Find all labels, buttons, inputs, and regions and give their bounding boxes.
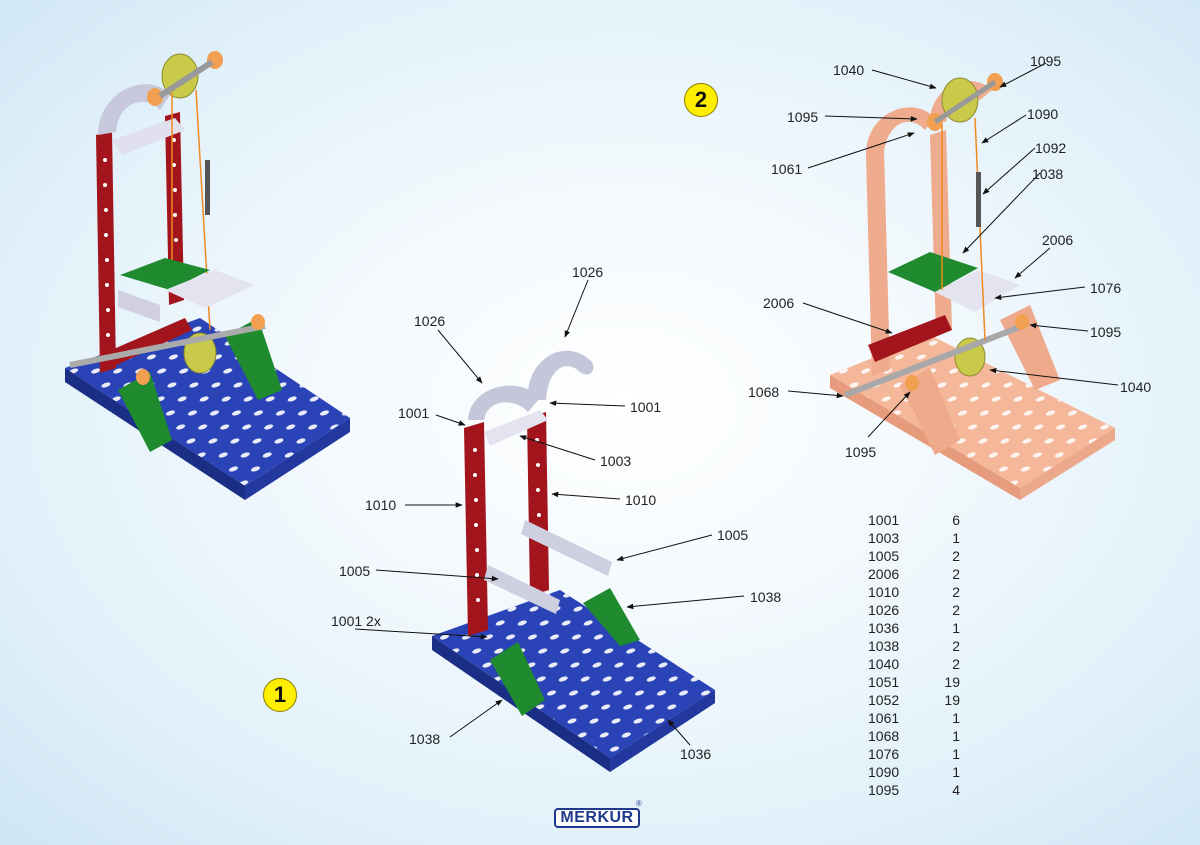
- callout-2006: 2006: [763, 295, 795, 311]
- parts-list-row: 1095 4: [868, 781, 960, 799]
- parts-list-row: 1005 2: [868, 547, 960, 565]
- leader-lines: [354, 62, 1119, 746]
- callout-2006: 2006: [1042, 232, 1074, 248]
- parts-list-row: 1051 19: [868, 673, 960, 691]
- parts-list-row: 1040 2: [868, 655, 960, 673]
- part-quantity: 1: [952, 728, 960, 744]
- callout-1038: 1038: [1032, 166, 1064, 182]
- merkur-logo: MERKUR: [554, 808, 640, 828]
- part-quantity: 2: [952, 638, 960, 654]
- part-number: 1061: [868, 710, 900, 726]
- step-badge-1: 1: [263, 678, 297, 712]
- parts-list-row: 1068 1: [868, 727, 960, 745]
- callout-1026: 1026: [572, 264, 604, 280]
- part-number: 1038: [868, 638, 900, 654]
- parts-list: 1001 6 1003 1 1005 2 2006 2 1010 2 1026 2 1036 1 1038 2…: [868, 511, 960, 799]
- callout-1026: 1026: [414, 313, 446, 329]
- part-number: 1001: [868, 512, 900, 528]
- parts-list-row: 1090 1: [868, 763, 960, 781]
- part-quantity: 6: [952, 512, 960, 528]
- parts-list-row: 1010 2: [868, 583, 960, 601]
- part-number: 2006: [868, 566, 900, 582]
- part-number: 1068: [868, 728, 900, 744]
- part-quantity: 2: [952, 548, 960, 564]
- parts-list-row: 1061 1: [868, 709, 960, 727]
- red-strip: [96, 130, 116, 373]
- part-quantity: 1: [952, 710, 960, 726]
- parts-list-row: 1001 6: [868, 511, 960, 529]
- part-quantity: 2: [952, 584, 960, 600]
- parts-list-row: 1052 19: [868, 691, 960, 709]
- callout-1010: 1010: [365, 497, 397, 513]
- part-number: 1003: [868, 530, 900, 546]
- parts-list-row: 2006 2: [868, 565, 960, 583]
- callout-1001: 1001: [630, 399, 662, 415]
- part-number: 1052: [868, 692, 900, 708]
- callout-1003: 1003: [600, 453, 632, 469]
- callout-1095: 1095: [845, 444, 877, 460]
- callout-1038: 1038: [750, 589, 782, 605]
- callout-1090: 1090: [1027, 106, 1059, 122]
- completed-model: [65, 51, 350, 500]
- part-quantity: 2: [952, 566, 960, 582]
- step2-model: [830, 73, 1115, 500]
- part-quantity: 1: [952, 746, 960, 762]
- callout-1040: 1040: [833, 62, 865, 78]
- callout-1095: 1095: [787, 109, 819, 125]
- part-number: 1090: [868, 764, 900, 780]
- part-quantity: 1: [952, 764, 960, 780]
- callout-1076: 1076: [1090, 280, 1122, 296]
- parts-list-row: 1036 1: [868, 619, 960, 637]
- step-badge-2: 2: [684, 83, 718, 117]
- registered-mark: ®: [636, 799, 642, 808]
- part-quantity: 19: [944, 692, 960, 708]
- part-number: 1036: [868, 620, 900, 636]
- part-number: 1076: [868, 746, 900, 762]
- callout-1005: 1005: [339, 563, 371, 579]
- callout-1001-2x: 1001 2x: [331, 613, 381, 629]
- part-quantity: 19: [944, 674, 960, 690]
- callout-1001: 1001: [398, 405, 430, 421]
- callout-1005: 1005: [717, 527, 749, 543]
- part-quantity: 1: [952, 530, 960, 546]
- callout-1038: 1038: [409, 731, 441, 747]
- part-quantity: 2: [952, 656, 960, 672]
- part-number: 1010: [868, 584, 900, 600]
- callout-1092: 1092: [1035, 140, 1067, 156]
- part-quantity: 1: [952, 620, 960, 636]
- step1-model: [432, 350, 715, 772]
- part-number: 1095: [868, 782, 900, 798]
- callout-1010: 1010: [625, 492, 657, 508]
- part-number: 1026: [868, 602, 900, 618]
- part-number: 1040: [868, 656, 900, 672]
- part-number: 1051: [868, 674, 900, 690]
- callout-1036: 1036: [680, 746, 712, 762]
- parts-list-row: 1003 1: [868, 529, 960, 547]
- callout-1040: 1040: [1120, 379, 1152, 395]
- part-number: 1005: [868, 548, 900, 564]
- callout-1068: 1068: [748, 384, 780, 400]
- part-quantity: 2: [952, 602, 960, 618]
- callout-1061: 1061: [771, 161, 803, 177]
- part-quantity: 4: [952, 782, 960, 798]
- bracket: [118, 372, 172, 452]
- callout-1095: 1095: [1090, 324, 1122, 340]
- parts-list-row: 1076 1: [868, 745, 960, 763]
- spring: [205, 160, 210, 215]
- parts-list-row: 1026 2: [868, 601, 960, 619]
- callout-1095: 1095: [1030, 53, 1062, 69]
- parts-list-row: 1038 2: [868, 637, 960, 655]
